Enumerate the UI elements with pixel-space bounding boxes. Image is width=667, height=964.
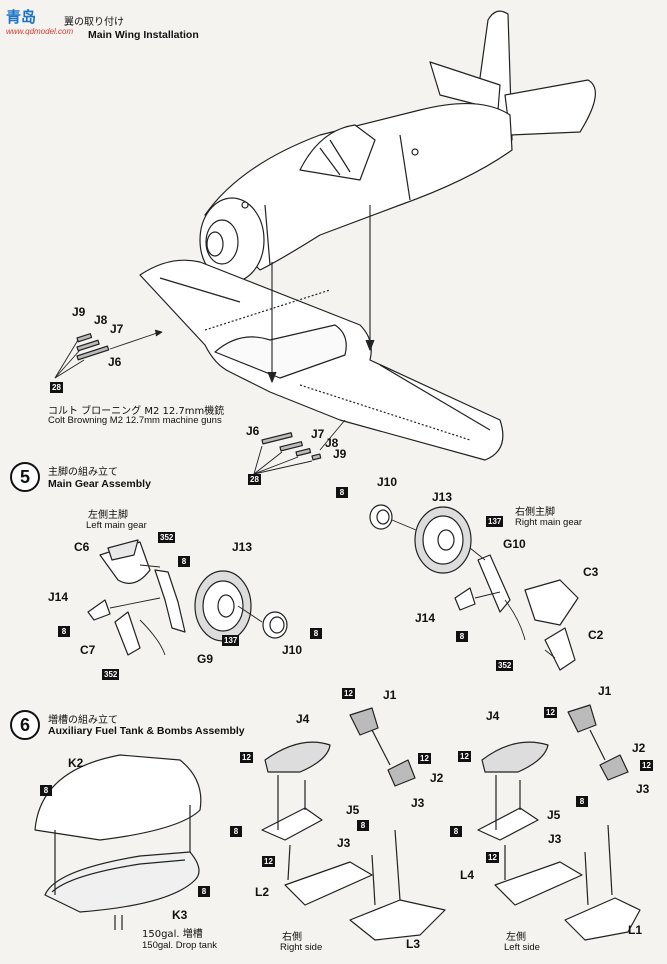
part-label-c6: C6 xyxy=(74,540,90,554)
part-label-j7: J7 xyxy=(110,322,124,336)
tank-note-en: 150gal. Drop tank xyxy=(142,940,217,951)
paint-code-badge: 8 xyxy=(336,487,348,498)
part-label-j3b-right: J3 xyxy=(548,832,562,846)
paint-code-badge: 8 xyxy=(40,785,52,796)
part-label-l3: L3 xyxy=(406,937,421,951)
part-label-g10: G10 xyxy=(503,537,526,551)
step6-title-en: Auxiliary Fuel Tank & Bombs Assembly xyxy=(48,725,245,737)
left-side-en: Left side xyxy=(504,942,540,953)
part-label-j4: J4 xyxy=(296,712,310,726)
part-label-j1: J1 xyxy=(383,688,397,702)
aircraft-wing-drawing xyxy=(139,259,504,461)
paint-code-badge: 8 xyxy=(230,826,242,837)
right-gear-label-en: Right main gear xyxy=(515,517,583,528)
watermark-url: www.qdmodel.com xyxy=(6,27,74,36)
part-label-j7-right: J7 xyxy=(311,427,325,441)
part-label-k2: K2 xyxy=(68,756,84,770)
paint-code-badge: 8 xyxy=(357,820,369,831)
step-number-6: 6 xyxy=(10,710,40,740)
right-side-en: Right side xyxy=(280,942,323,953)
paint-code-badge: 352 xyxy=(158,532,176,543)
paint-code-badge: 137 xyxy=(222,635,240,646)
drop-tank-drawing xyxy=(34,754,202,930)
part-label-k3: K3 xyxy=(172,908,188,922)
paint-code-badge: 8 xyxy=(178,556,190,567)
part-label-j1-right: J1 xyxy=(598,684,612,698)
part-label-j8-right: J8 xyxy=(325,436,339,450)
paint-code-badge: 12 xyxy=(458,751,471,762)
paint-code-badge: 137 xyxy=(486,516,504,527)
part-label-j3-right: J3 xyxy=(636,782,650,796)
left-gear-label-jp: 左側主脚 xyxy=(88,510,128,521)
left-gear-drawing xyxy=(87,539,288,656)
part-label-j14-right: J14 xyxy=(415,611,436,625)
paint-code-badge: 8 xyxy=(456,631,468,642)
step5-title-jp: 主脚の組み立て xyxy=(48,467,118,478)
tank-note-jp: 150gal. 増槽 xyxy=(142,929,203,940)
aircraft-fuselage-drawing xyxy=(199,10,596,283)
part-label-l1: L1 xyxy=(628,923,643,937)
paint-code-badge: 8 xyxy=(310,628,322,639)
paint-code-badge: 8 xyxy=(576,796,588,807)
watermark-brand: 青岛 xyxy=(6,9,37,26)
part-label-j5-right: J5 xyxy=(547,808,561,822)
bomb-assembly-right-side-drawing xyxy=(261,707,446,941)
paint-code-badge: 12 xyxy=(262,856,275,867)
paint-code-badge: 12 xyxy=(640,760,653,771)
step6-title-jp: 増槽の組み立て xyxy=(48,715,118,726)
left-side-jp: 左側 xyxy=(506,932,526,943)
part-label-g9: G9 xyxy=(197,652,214,666)
step-number-5: 5 xyxy=(10,462,40,492)
bomb-assembly-left-side-drawing xyxy=(477,704,641,941)
part-label-j8: J8 xyxy=(94,313,108,327)
part-label-l4: L4 xyxy=(460,868,475,882)
step4-title-en: Main Wing Installation xyxy=(88,29,199,41)
paint-code-badge: 28 xyxy=(248,474,261,485)
part-label-j13: J13 xyxy=(232,540,253,554)
gun-note-en: Colt Browning M2 12.7mm machine guns xyxy=(48,415,222,426)
paint-code-badge: 8 xyxy=(450,826,462,837)
paint-code-badge: 8 xyxy=(58,626,70,637)
paint-code-badge: 352 xyxy=(102,669,120,680)
part-label-j5: J5 xyxy=(346,803,360,817)
part-label-c7: C7 xyxy=(80,643,96,657)
part-label-j9-right: J9 xyxy=(333,447,347,461)
right-side-jp: 右側 xyxy=(282,932,302,943)
part-label-l2: L2 xyxy=(255,885,270,899)
part-label-j6: J6 xyxy=(108,355,122,369)
left-gear-label-en: Left main gear xyxy=(86,520,147,531)
paint-code-badge: 12 xyxy=(240,752,253,763)
paint-code-badge: 28 xyxy=(50,382,63,393)
part-label-j3b: J3 xyxy=(337,836,351,850)
part-label-j2-right: J2 xyxy=(632,741,646,755)
step4-title-jp: 翼の取り付け xyxy=(64,17,124,28)
paint-code-badge: 352 xyxy=(496,660,514,671)
paint-code-badge: 12 xyxy=(418,753,431,764)
part-label-j10: J10 xyxy=(282,643,303,657)
part-label-j6-right: J6 xyxy=(246,424,260,438)
paint-code-badge: 12 xyxy=(486,852,499,863)
part-label-j9: J9 xyxy=(72,305,86,319)
gun-barrels-left xyxy=(76,333,110,361)
part-label-c3: C3 xyxy=(583,565,599,579)
step5-title-en: Main Gear Assembly xyxy=(48,478,151,490)
part-label-j4-right: J4 xyxy=(486,709,500,723)
part-label-j2: J2 xyxy=(430,771,444,785)
part-label-j13-right: J13 xyxy=(432,490,453,504)
paint-code-badge: 12 xyxy=(544,707,557,718)
paint-code-badge: 8 xyxy=(198,886,210,897)
gun-note-jp: コルト ブローニング M2 12.7mm機銃 xyxy=(48,406,225,417)
part-label-j14: J14 xyxy=(48,590,69,604)
right-gear-drawing xyxy=(369,504,579,671)
right-gear-label-jp: 右側主脚 xyxy=(515,507,555,518)
part-label-j10-right: J10 xyxy=(377,475,398,489)
paint-code-badge: 12 xyxy=(342,688,355,699)
part-label-j3: J3 xyxy=(411,796,425,810)
part-label-c2: C2 xyxy=(588,628,604,642)
gun-barrels-right xyxy=(261,432,322,461)
